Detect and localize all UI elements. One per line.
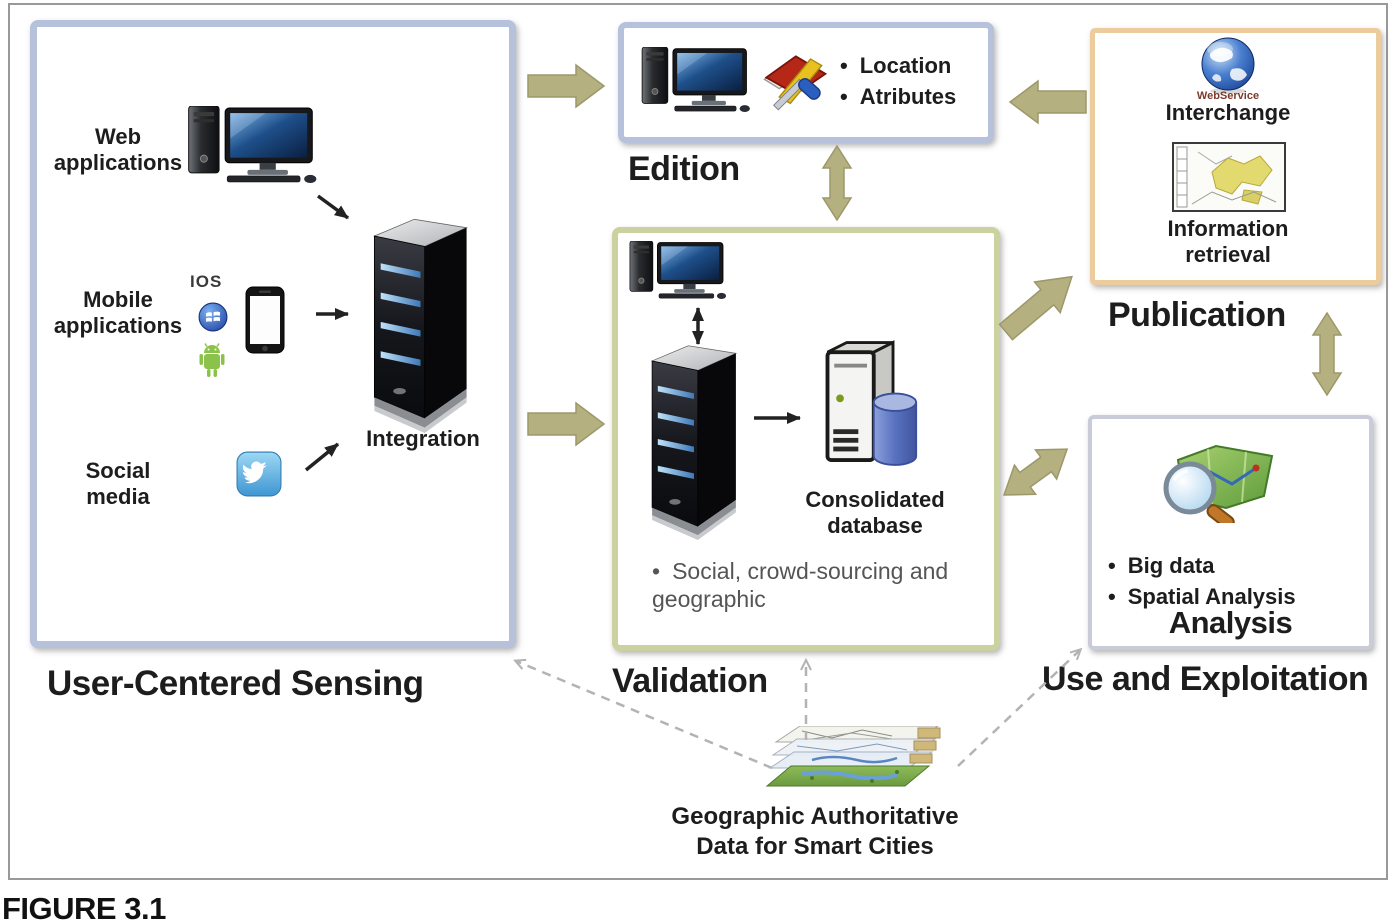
figure-caption: FIGURE 3.1 <box>2 891 166 924</box>
windows-logo-icon <box>198 302 228 332</box>
edition-title: Edition <box>628 150 740 188</box>
map-magnifier-icon <box>1163 444 1274 523</box>
edit-tools-icon <box>763 55 828 111</box>
validation-server-icon <box>651 345 737 540</box>
use-bullets: Big data Spatial Analysis <box>1108 553 1296 615</box>
edition-bullet-location: Location <box>840 53 956 79</box>
interchange-label: Interchange <box>1165 100 1291 125</box>
information-retrieval-label: Information retrieval <box>1167 216 1289 267</box>
webservice-globe-icon <box>1201 37 1255 94</box>
consolidated-database-label: Consolidated database <box>805 487 945 538</box>
map-frame-icon <box>1172 142 1286 212</box>
android-robot-icon <box>199 343 225 377</box>
layered-maps-icon <box>765 726 941 787</box>
web-applications-label: Web applications <box>53 124 183 175</box>
use-bullet-spatial: Spatial Analysis <box>1108 584 1296 610</box>
use-bullet-bigdata: Big data <box>1108 553 1296 579</box>
validation-bullet: Social, crowd-sourcing and geographic <box>652 557 992 613</box>
consolidated-database-icon <box>825 340 918 466</box>
geo-authoritative-caption: Geographic Authoritative Data for Smart … <box>671 803 959 860</box>
edition-computer-icon <box>641 47 751 112</box>
publication-title: Publication <box>1108 296 1286 334</box>
validation-title: Validation <box>612 662 768 700</box>
social-media-label: Social media <box>85 458 151 509</box>
use-exploitation-title: Use and Exploitation <box>1042 660 1369 698</box>
validation-computer-icon <box>629 241 727 299</box>
smartphone-icon <box>245 286 285 354</box>
desktop-computer-icon <box>188 106 317 183</box>
ios-label: IOS <box>190 272 223 291</box>
twitter-bird-icon <box>236 451 282 497</box>
webservice-label: WebService <box>1196 90 1260 102</box>
analysis-label: Analysis <box>1168 605 1293 640</box>
edition-bullets: Location Atributes <box>840 53 957 115</box>
integration-server-icon <box>373 218 468 433</box>
sensing-title: User-Centered Sensing <box>47 664 424 703</box>
integration-label: Integration <box>366 426 480 451</box>
mobile-applications-label: Mobile applications <box>53 287 183 338</box>
edition-bullet-atributes: Atributes <box>840 84 957 110</box>
